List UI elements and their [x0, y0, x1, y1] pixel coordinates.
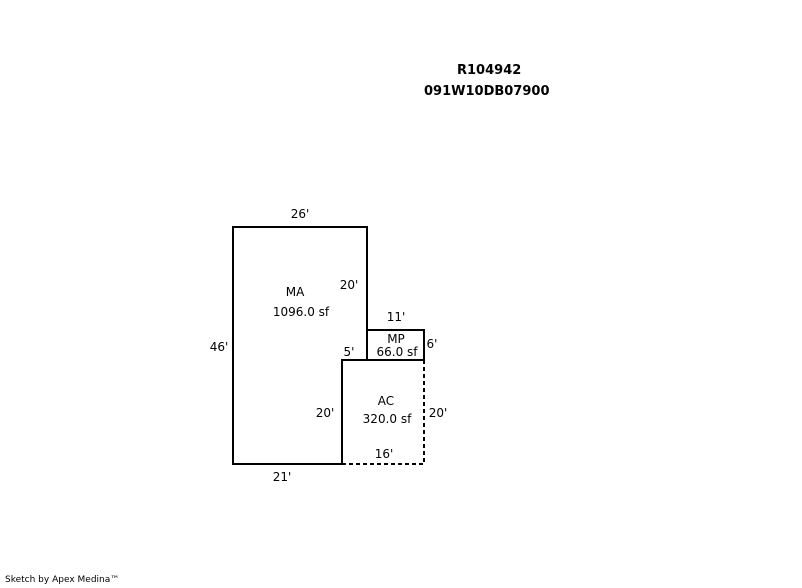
dim-ma-top: 26' [291, 207, 310, 221]
dim-ma-notch: 5' [344, 345, 355, 359]
dim-ma-right-upper: 20' [340, 278, 359, 292]
area-ma-code: MA [286, 285, 305, 299]
area-ma-size: 1096.0 sf [273, 305, 330, 319]
area-ac-size: 320.0 sf [363, 412, 412, 426]
parcel-id: R104942 [457, 63, 522, 78]
area-mp-code: MP [387, 332, 405, 346]
dim-ac-left: 20' [316, 406, 335, 420]
dim-mp-right: 6' [427, 337, 438, 351]
dim-ma-bottom: 21' [273, 470, 292, 484]
area-mp-size: 66.0 sf [376, 345, 418, 359]
dim-ac-bottom: 16' [375, 447, 394, 461]
dim-mp-top: 11' [387, 310, 406, 324]
area-ac-code: AC [378, 394, 394, 408]
dim-ma-left: 46' [210, 340, 229, 354]
dim-ac-right: 20' [429, 406, 448, 420]
sketch-credit: Sketch by Apex Medina™ [5, 575, 120, 585]
map-number: 091W10DB07900 [424, 84, 550, 99]
